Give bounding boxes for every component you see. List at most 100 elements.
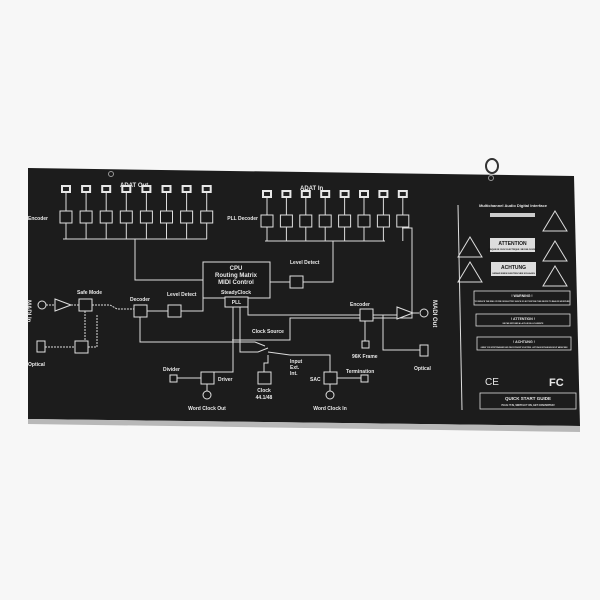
port-opening bbox=[322, 192, 329, 196]
achtung-de-title: ACHTUNG bbox=[501, 265, 526, 271]
panel-edge bbox=[28, 419, 580, 432]
madi-in-label: MADI In bbox=[25, 300, 31, 323]
optical-block bbox=[74, 340, 89, 354]
port-opening bbox=[183, 187, 190, 191]
warning-triangle-icon bbox=[457, 261, 483, 283]
sac-label: SAC bbox=[310, 377, 321, 383]
driver-label: Driver bbox=[218, 377, 233, 383]
amplifier-icon bbox=[396, 306, 415, 320]
port-opening bbox=[63, 187, 69, 191]
amplifier-icon bbox=[54, 298, 73, 312]
achtung-de-text: GEFAHR EINES ELEKTRISCHEN SCHLAGES bbox=[492, 272, 535, 275]
divider-block bbox=[169, 374, 178, 383]
encoder-block bbox=[119, 210, 133, 224]
divider-label: Divider bbox=[163, 367, 180, 373]
encoder-block bbox=[79, 210, 93, 224]
pll-decoder-label: PLL Decoder bbox=[227, 216, 258, 222]
encoder-block bbox=[59, 210, 73, 224]
level-detect-label: Level Detect bbox=[290, 260, 320, 266]
port-opening bbox=[163, 187, 170, 191]
port-opening bbox=[341, 192, 348, 196]
adat-out-label: ADAT Out bbox=[120, 183, 148, 189]
hanger-ring bbox=[485, 158, 499, 174]
decoder-block bbox=[357, 214, 371, 228]
word-clock-out-label: Word Clock Out bbox=[188, 406, 226, 412]
bnc-connector-icon bbox=[419, 308, 429, 318]
clock-source-label: Clock Source bbox=[252, 329, 284, 335]
madi-out-label: MADI Out bbox=[431, 300, 437, 327]
clock-rate-label: 44.1/48 bbox=[256, 395, 273, 401]
optical-out-label: Optical bbox=[414, 366, 432, 372]
quick-start-text: PLUG IT IN, SWITCH IT ON, GET CONVERTED! bbox=[502, 404, 555, 407]
encoder-block bbox=[200, 210, 214, 224]
input-int-label: Int. bbox=[290, 371, 298, 377]
achtung-title: ! ACHTUNG ! bbox=[513, 340, 535, 344]
decoder-label: Decoder bbox=[130, 297, 150, 303]
frame-96k-label: 96K Frame bbox=[352, 354, 378, 360]
warning-triangle-icon bbox=[542, 265, 568, 287]
block-diagram: ADAT Out ADAT In Encoder PLL Decoder CPU… bbox=[25, 183, 437, 412]
decoder-block bbox=[133, 304, 148, 318]
port-opening bbox=[380, 192, 387, 196]
clock-block bbox=[257, 371, 272, 385]
encoder-right-label: Encoder bbox=[350, 302, 370, 308]
encoder-block bbox=[99, 210, 113, 224]
attention-text: NE PAS EXPOSER A LA PLUIE NI A L'HUMIDIT… bbox=[503, 322, 544, 325]
cpu-block bbox=[202, 261, 271, 299]
driver-block bbox=[200, 371, 215, 385]
port-opening bbox=[203, 187, 210, 191]
word-clock-in-bnc-icon bbox=[325, 390, 335, 400]
encoder-label: Encoder bbox=[28, 216, 48, 222]
level-detect-block bbox=[289, 275, 304, 289]
warning-triangle-icon bbox=[542, 210, 568, 232]
input-label: Input bbox=[290, 359, 303, 365]
port-opening bbox=[264, 192, 270, 196]
termination-block bbox=[360, 374, 369, 383]
encoder-block bbox=[139, 210, 153, 224]
frame-96k-block bbox=[361, 340, 370, 349]
level-detect-block bbox=[167, 304, 182, 318]
attention-fr-text: RISQUE DE CHOC ELECTRIQUE / NE PAS OUVRI… bbox=[488, 248, 537, 251]
optical-connector-icon bbox=[419, 344, 429, 357]
port-opening bbox=[302, 192, 309, 196]
decoder-block bbox=[260, 214, 274, 228]
decoder-block bbox=[376, 214, 390, 228]
pll-label: PLL bbox=[232, 300, 241, 306]
product-name: Multichannel Audio Digital Interface bbox=[479, 203, 548, 208]
decoder-block bbox=[338, 214, 352, 228]
attention-title: ! ATTENTION ! bbox=[511, 317, 535, 321]
termination-label: Termination bbox=[346, 369, 374, 375]
clock-label: Clock bbox=[257, 388, 271, 394]
achtung-text: GERAT VOR SPRITZWASSER UND FEUCHTIGKEIT … bbox=[481, 346, 569, 349]
warning-triangle-icon bbox=[542, 240, 568, 262]
sac-block bbox=[323, 371, 338, 385]
decoder-block bbox=[396, 214, 410, 228]
port-opening bbox=[399, 192, 406, 196]
routing-matrix-label: Routing Matrix bbox=[215, 273, 258, 279]
word-clock-in-label: Word Clock In bbox=[313, 406, 347, 412]
safe-mode-block bbox=[78, 298, 93, 312]
decoder-block bbox=[279, 214, 293, 228]
input-ext-label: Ext. bbox=[290, 365, 300, 371]
optical-connector-icon bbox=[36, 340, 46, 353]
safe-mode-label: Safe Mode bbox=[77, 290, 102, 296]
quick-start-title: QUICK START GUIDE bbox=[505, 396, 551, 401]
port-opening bbox=[123, 187, 130, 191]
warning-triangle-icon bbox=[457, 236, 483, 258]
ce-mark: CE bbox=[485, 377, 499, 388]
optical-in-label: Optical bbox=[28, 362, 46, 368]
decoder-block bbox=[318, 214, 332, 228]
bnc-connector-icon bbox=[37, 300, 47, 310]
label-panel: Multichannel Audio Digital Interface ATT… bbox=[457, 203, 577, 411]
encoder-block bbox=[160, 210, 173, 224]
screw-icon bbox=[488, 175, 494, 181]
encoder-block bbox=[180, 210, 194, 224]
port-opening bbox=[83, 187, 90, 191]
midi-control-label: MIDI Control bbox=[218, 280, 254, 286]
port-opening bbox=[361, 192, 367, 196]
attention-fr-title: ATTENTION bbox=[498, 241, 527, 247]
adat-in-label: ADAT In bbox=[300, 186, 324, 192]
steadyclock-label: SteadyClock bbox=[221, 290, 251, 296]
